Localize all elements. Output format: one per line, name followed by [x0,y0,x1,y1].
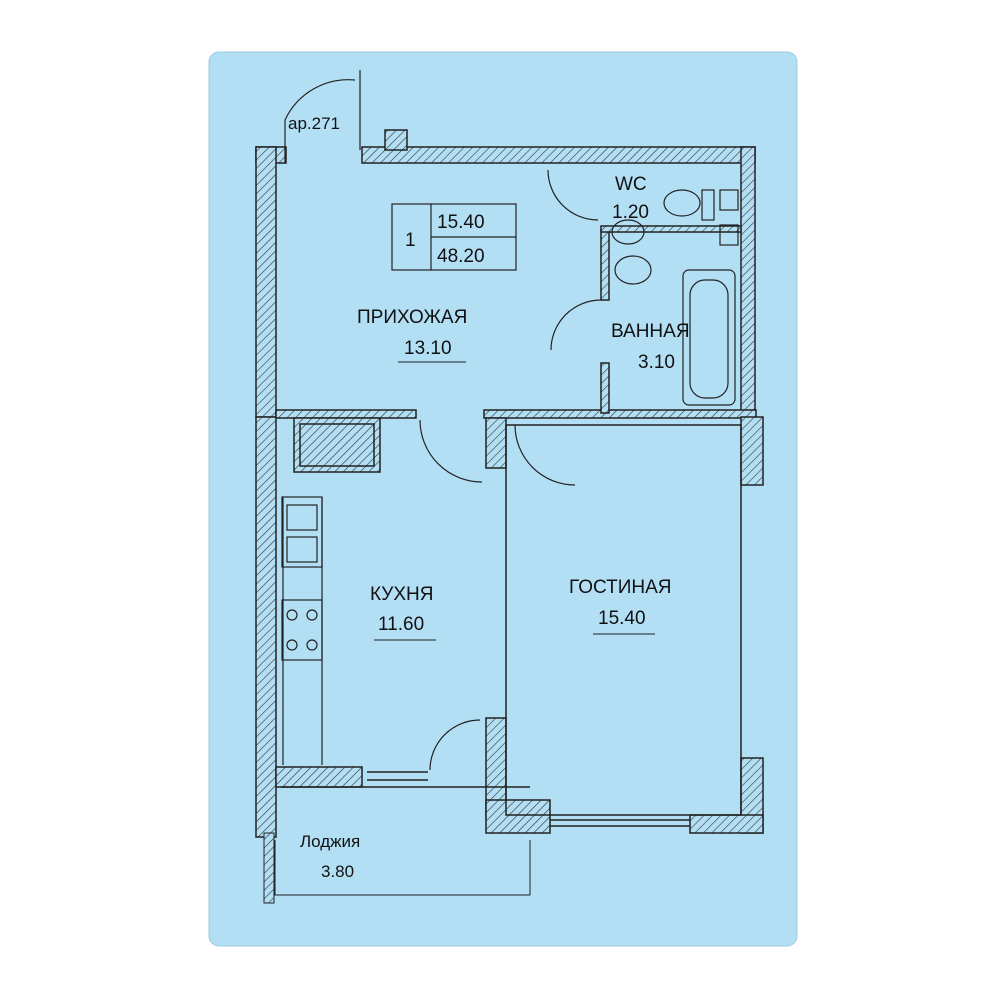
living-room-name: ГОСТИНАЯ [569,577,671,598]
apartment-info-box [391,203,517,271]
total-area: 48.20 [437,246,485,267]
kitchen-name: КУХНЯ [370,584,433,605]
bathtub [682,269,736,406]
sink-icon [614,255,652,285]
toilet-icon [663,189,701,217]
loggia-outline [263,832,531,904]
hallway-area: 13.10 [404,338,452,359]
bathroom-area: 3.10 [638,352,675,373]
entrance-label: ар.271 [288,114,340,133]
wc-name: WC [615,174,647,195]
apartment-number: 1 [405,230,416,251]
wc-sink-icon [611,219,645,245]
hallway-name: ПРИХОЖАЯ [357,307,467,328]
loggia-name: Лоджия [300,832,360,851]
doors [284,70,602,771]
fixtures [281,189,739,765]
bathroom-name: ВАННАЯ [611,321,690,342]
living-room-area: 15.40 [598,608,646,629]
kitchen-area: 11.60 [378,614,424,635]
wc-area: 1.20 [612,202,649,223]
living-area: 15.40 [437,212,485,233]
walls [255,129,764,838]
room-lines [281,423,742,827]
loggia-area: 3.80 [321,862,354,881]
